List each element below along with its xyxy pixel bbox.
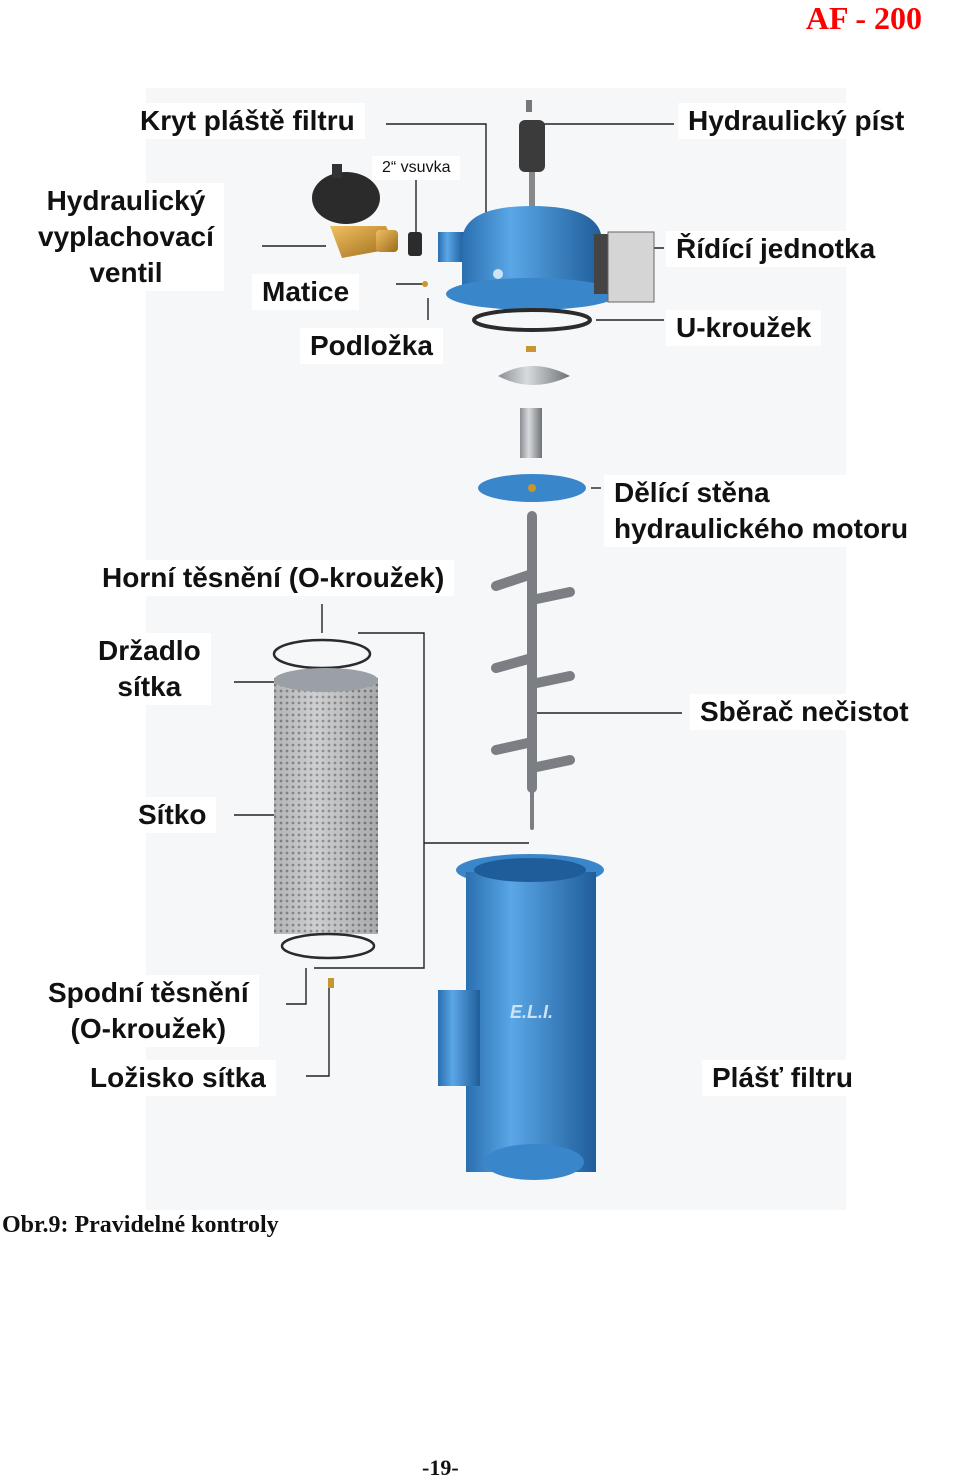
label-filter-cover: Kryt pláště filtru bbox=[130, 103, 365, 139]
motor-partition-icon bbox=[478, 474, 586, 502]
label-screen-bearing: Ložisko sítka bbox=[80, 1060, 276, 1096]
figure-caption: Obr.9: Pravidelné kontroly bbox=[2, 1212, 279, 1238]
dirt-collector-icon bbox=[491, 511, 575, 830]
label-upper-seal: Horní těsnění (O-kroužek) bbox=[92, 560, 455, 596]
leader-lines bbox=[234, 123, 682, 1077]
filter-exploded-diagram: E.L.I. bbox=[234, 100, 682, 1180]
label-motor-partition: Dělící stěna hydraulického motoru bbox=[604, 475, 919, 547]
hydraulic-piston-icon bbox=[519, 100, 545, 208]
label-flush-valve: Hydraulický vyplachovací ventil bbox=[28, 183, 224, 291]
document-id: AF - 200 bbox=[805, 0, 922, 36]
flush-valve-icon bbox=[312, 164, 428, 287]
filter-housing-icon: E.L.I. bbox=[438, 854, 604, 1180]
label-screen-handle: Držadlo sítka bbox=[88, 633, 211, 705]
label-control-unit: Řídící jednotka bbox=[666, 231, 886, 267]
label-lower-seal: Spodní těsnění (O-kroužek) bbox=[38, 975, 259, 1047]
label-nut: Matice bbox=[252, 274, 360, 310]
label-washer: Podložka bbox=[300, 328, 443, 364]
filter-cover-icon bbox=[438, 206, 618, 332]
label-screen: Sítko bbox=[128, 797, 217, 833]
label-nipple: 2“ vsuvka bbox=[372, 156, 461, 180]
label-u-ring: U-kroužek bbox=[666, 310, 822, 346]
control-unit-icon bbox=[594, 231, 655, 303]
label-hydraulic-piston: Hydraulický píst bbox=[678, 103, 915, 139]
hub-parts-icon bbox=[498, 346, 570, 458]
page-number: -19- bbox=[422, 1455, 459, 1480]
label-filter-housing: Plášť filtru bbox=[702, 1060, 863, 1096]
label-dirt-collector: Sběrač nečistot bbox=[690, 694, 919, 730]
screen-icon bbox=[272, 638, 378, 988]
brand-logo-icon: E.L.I. bbox=[510, 1002, 553, 1022]
